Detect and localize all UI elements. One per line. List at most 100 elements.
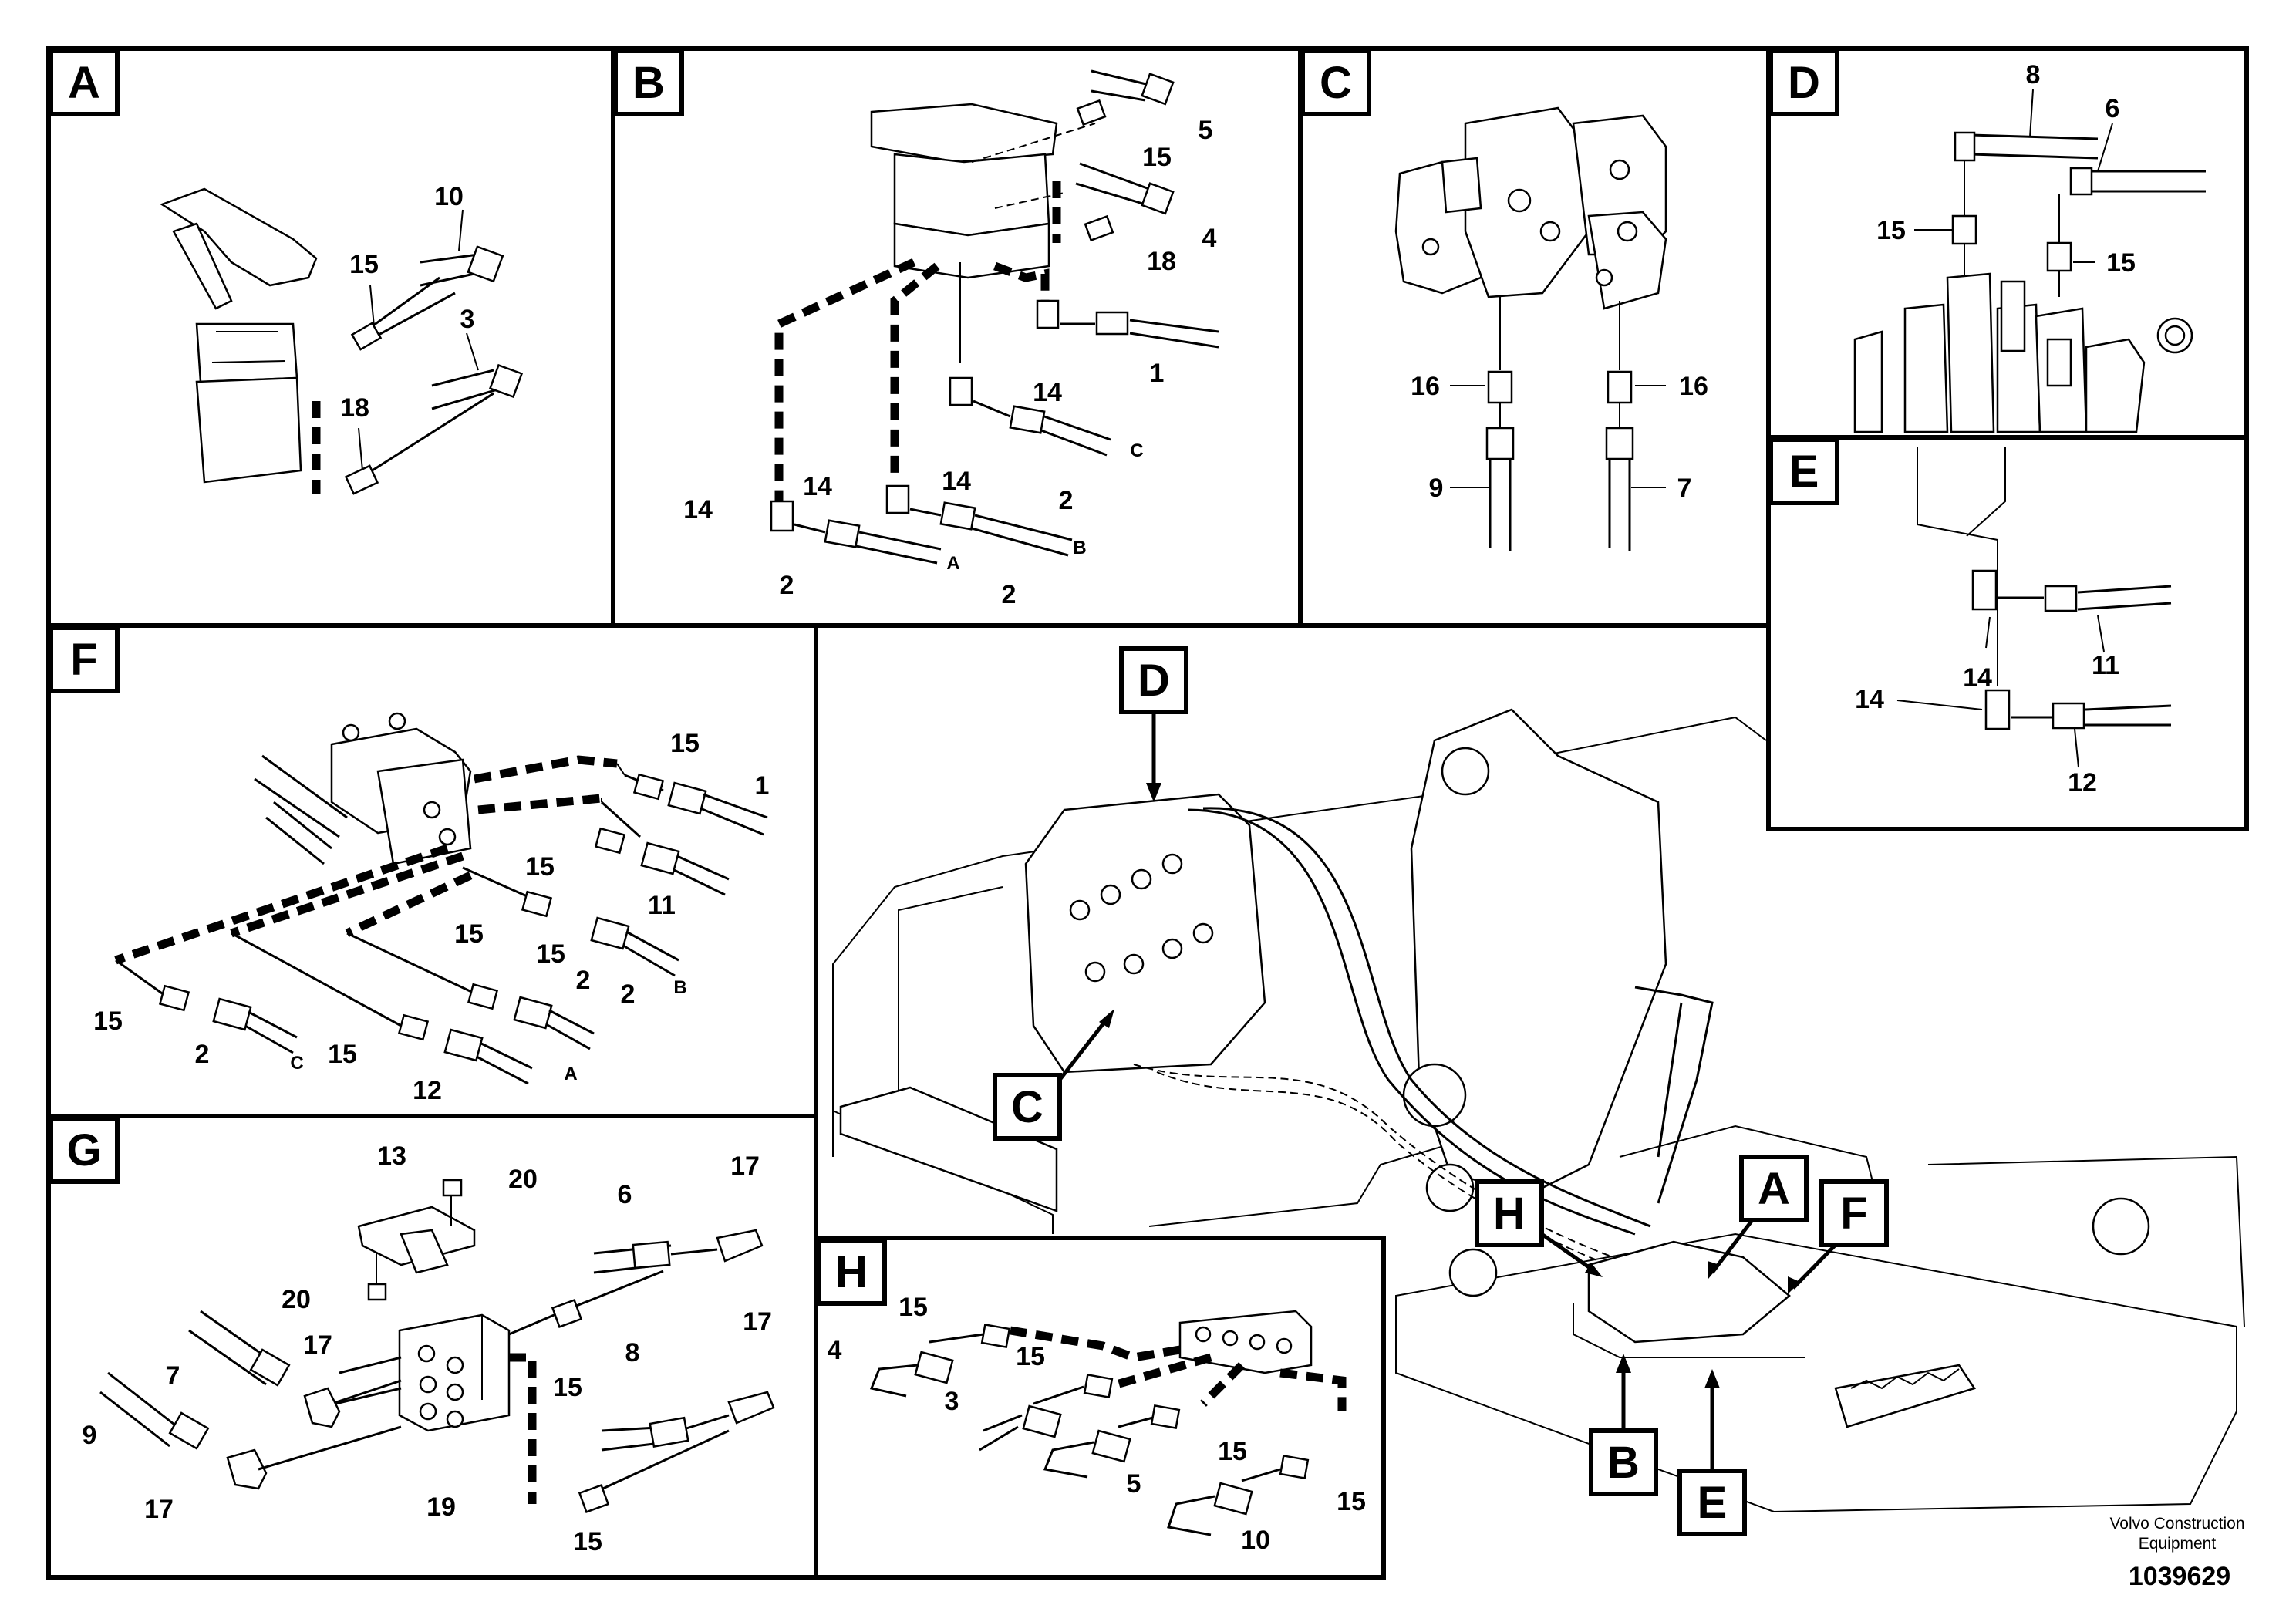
b-callout-14-b: 14 (942, 467, 971, 496)
g-callout-7: 7 (166, 1361, 180, 1391)
svg-text:A: A (1758, 1164, 1790, 1214)
a-callout-18: 18 (340, 393, 369, 423)
a-callout-15: 15 (349, 250, 379, 279)
panel-a-drawing (160, 187, 524, 495)
b-callout-4: 4 (1202, 224, 1217, 253)
h-callout-10: 10 (1241, 1526, 1270, 1555)
g-callout-17-b: 17 (303, 1330, 332, 1360)
svg-text:D: D (1788, 58, 1820, 108)
f-callout-1: 1 (755, 771, 770, 801)
f-callout-15-e: 15 (93, 1007, 123, 1036)
e-leaders (1896, 615, 2105, 768)
e-callout-14-b: 14 (1855, 685, 1884, 714)
b-callout-14-c: 14 (803, 472, 832, 501)
h-callout-5: 5 (1127, 1469, 1141, 1499)
panel-tag-h: H (816, 1238, 887, 1306)
company-line2: Equipment (2139, 1535, 2217, 1553)
panel-c-drawing (1394, 106, 1667, 551)
e-callout-11: 11 (2092, 651, 2119, 680)
h-callout-4: 4 (828, 1336, 842, 1365)
c-callout-9: 9 (1429, 474, 1444, 503)
c-callout-16-left: 16 (1411, 372, 1440, 401)
svg-text:A: A (68, 58, 100, 108)
panel-h-frame (814, 1236, 1386, 1580)
g-callout-20-top: 20 (508, 1165, 538, 1194)
b-callout-14-d: 14 (683, 495, 713, 524)
svg-text:F: F (70, 635, 97, 685)
d-leaders (1914, 89, 2113, 263)
svg-text:E: E (1789, 447, 1819, 497)
b-callout-2-b: 2 (1002, 580, 1017, 609)
g-callout-15-b: 15 (573, 1527, 602, 1556)
c-callout-16-right: 16 (1679, 372, 1708, 401)
panel-a-frame (46, 46, 615, 628)
f-callout-15-b: 15 (525, 852, 555, 882)
b-callout-14-a: 14 (1033, 378, 1062, 407)
h-callout-15-b: 15 (1016, 1342, 1045, 1371)
f-callout-15-a: 15 (670, 729, 700, 758)
svg-text:H: H (1493, 1189, 1526, 1239)
b-end-a: A (946, 553, 959, 574)
b-callout-5: 5 (1199, 116, 1213, 145)
b-end-b: B (1073, 538, 1086, 558)
panel-d-drawing (1853, 131, 2206, 433)
g-callout-8: 8 (625, 1338, 640, 1367)
h-callout-15-c: 15 (1218, 1437, 1247, 1466)
panel-tag-g: G (49, 1116, 120, 1184)
f-callout-2-a: 2 (576, 966, 591, 995)
d-callout-8: 8 (2026, 60, 2041, 89)
d-callout-6: 6 (2106, 94, 2120, 123)
panel-d-frame (1766, 46, 2249, 440)
f-callout-2-b: 2 (621, 980, 636, 1009)
overview-tag-c: C (993, 1009, 1114, 1141)
g-callout-19: 19 (426, 1492, 456, 1522)
panel-tag-d: D (1768, 49, 1839, 116)
panel-tag-f: F (49, 626, 120, 693)
e-callout-12: 12 (2068, 768, 2097, 798)
machine-overview-drawing (832, 708, 2245, 1513)
company-line1: Volvo Construction (2109, 1515, 2244, 1533)
overview-tag-f: F (1788, 1179, 1889, 1294)
h-callout-15-d: 15 (1337, 1487, 1366, 1516)
svg-text:D: D (1138, 656, 1170, 706)
g-callout-20-bottom: 20 (282, 1285, 311, 1314)
svg-text:G: G (66, 1125, 101, 1175)
drawing-number: 1039629 (2129, 1562, 2230, 1591)
f-end-c: C (290, 1053, 303, 1074)
b-callout-15: 15 (1142, 143, 1172, 172)
d-callout-15-left: 15 (1876, 216, 1906, 245)
f-callout-2-c: 2 (195, 1040, 210, 1069)
panel-e-drawing (1917, 447, 2172, 730)
panel-tag-c: C (1300, 49, 1371, 116)
d-callout-15-right: 15 (2106, 248, 2136, 278)
g-callout-17-a: 17 (730, 1152, 760, 1181)
overview-tag-e: E (1677, 1369, 1747, 1536)
b-callout-1: 1 (1150, 359, 1165, 388)
f-end-a: A (564, 1064, 577, 1084)
panel-f-drawing (114, 712, 768, 1085)
f-callout-15-d: 15 (536, 939, 565, 969)
overview-tag-h: H (1475, 1179, 1603, 1277)
svg-text:B: B (632, 58, 665, 108)
panel-tag-e: E (1768, 437, 1839, 505)
f-callout-15-c: 15 (454, 919, 484, 949)
b-callout-18: 18 (1147, 247, 1176, 276)
h-callout-3: 3 (945, 1387, 959, 1416)
b-callout-2-c: 2 (780, 571, 794, 600)
f-callout-12: 12 (413, 1076, 442, 1105)
b-callout-2-a: 2 (1059, 486, 1074, 515)
f-callout-11: 11 (648, 891, 676, 920)
a-callout-10: 10 (434, 182, 464, 211)
panel-f-frame (46, 623, 818, 1118)
b-end-c: C (1130, 440, 1143, 461)
g-callout-6: 6 (618, 1180, 632, 1209)
e-callout-14-a: 14 (1963, 663, 1992, 693)
overview-tag-b: B (1589, 1354, 1658, 1496)
g-callout-9: 9 (83, 1421, 97, 1450)
panel-e-frame (1766, 435, 2249, 831)
svg-text:C: C (1320, 58, 1352, 108)
a-callout-3: 3 (460, 305, 475, 334)
g-callout-13: 13 (377, 1141, 406, 1171)
h-callout-15-a: 15 (899, 1293, 928, 1322)
panel-tag-b: B (613, 49, 684, 116)
